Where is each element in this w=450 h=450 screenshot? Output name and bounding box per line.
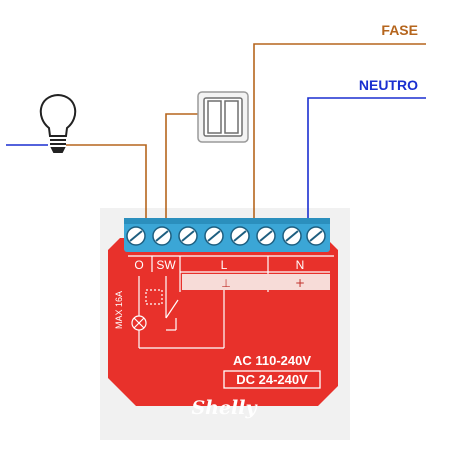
ln-white-band (182, 274, 330, 290)
light-bulb-icon (39, 93, 77, 153)
switch-to-sw-wire (165, 113, 198, 232)
brand-logo: Shelly (191, 397, 258, 419)
plus-sign: + (295, 276, 305, 290)
ac-rating: AC 110-240V (233, 353, 311, 368)
shelly-device: O SW L N ⊥ + MAX 16A AC 110-240V DC 24-2… (108, 218, 338, 419)
terminal-label-l: L (221, 258, 228, 272)
terminal-label-n: N (296, 258, 305, 272)
terminal-label-o: O (134, 258, 143, 272)
wall-switch-icon (197, 91, 249, 143)
neutro-wire (307, 97, 426, 232)
dc-rating-box (223, 370, 321, 389)
fase-label: FASE (381, 22, 418, 38)
relay-symbol-icon (138, 276, 225, 349)
minus-sign: ⊥ (221, 277, 231, 290)
lamp-to-o-wire (66, 144, 147, 232)
screw-terminal-icon (126, 226, 326, 246)
max-rating: MAX 16A (114, 291, 124, 329)
terminal-block-top (124, 218, 330, 224)
terminal-label-sw: SW (156, 258, 176, 272)
wires (6, 43, 426, 232)
neutro-label: NEUTRO (359, 77, 418, 93)
terminal-block (124, 218, 330, 252)
fase-wire (253, 43, 426, 232)
terminal-label-lines (128, 255, 334, 292)
dc-rating: DC 24-240V (236, 372, 308, 387)
lamp-cross-symbol-icon (131, 315, 147, 331)
